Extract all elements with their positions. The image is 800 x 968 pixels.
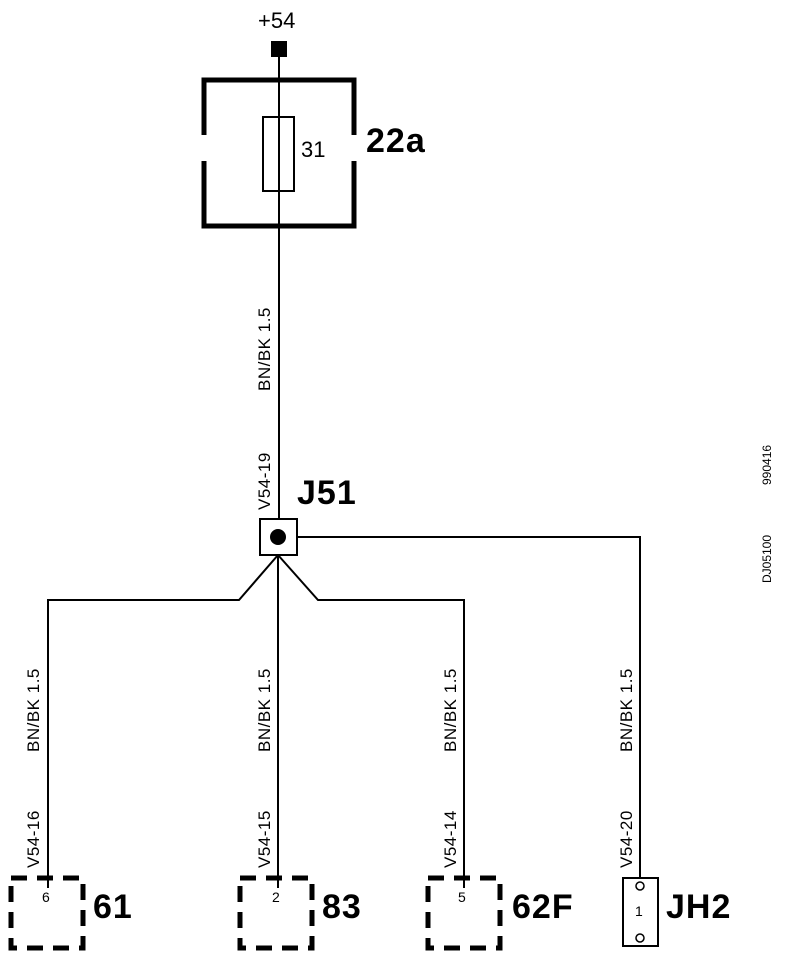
branch-wires: [47, 536, 641, 878]
splice-id: J51: [297, 474, 357, 512]
connector-62f-id: 62F: [512, 888, 574, 926]
fuse-number: 31: [301, 137, 325, 162]
connector-62f: [425, 875, 503, 951]
wire-v54-20-color: BN/BK 1.5: [617, 668, 636, 752]
connector-62f-pin: 5: [458, 889, 466, 905]
wire-v54-16-color: BN/BK 1.5: [24, 668, 43, 752]
connector-jh2-pin: 1: [635, 903, 643, 919]
wire-v54-16-id: V54-16: [24, 810, 43, 868]
drawing-code: DJ05100: [760, 535, 774, 583]
supply-terminal: [271, 41, 287, 57]
wire-v54-19-id: V54-19: [255, 452, 274, 510]
wire-v54-14-color: BN/BK 1.5: [441, 668, 460, 752]
wire-v54-15-color: BN/BK 1.5: [255, 668, 274, 752]
connector-61-id: 61: [93, 888, 133, 926]
supply-label: +54: [258, 8, 295, 33]
fuse-box-id: 22a: [366, 122, 426, 160]
wire-v54-19-color: BN/BK 1.5: [255, 307, 274, 391]
connector-61: [8, 875, 86, 951]
connector-83: [237, 875, 315, 951]
connector-83-id: 83: [322, 888, 362, 926]
connector-61-pin: 6: [42, 889, 50, 905]
wire-v54-20-id: V54-20: [617, 810, 636, 868]
splice-dot: [270, 529, 286, 545]
fuse-box-22a: [201, 77, 357, 229]
date-code: 990416: [760, 445, 774, 485]
wire-v54-14-id: V54-14: [441, 810, 460, 868]
connector-83-pin: 2: [272, 889, 280, 905]
connector-jh2: [622, 877, 659, 947]
connector-jh2-id: JH2: [666, 888, 731, 926]
wire-v54-15-id: V54-15: [255, 810, 274, 868]
